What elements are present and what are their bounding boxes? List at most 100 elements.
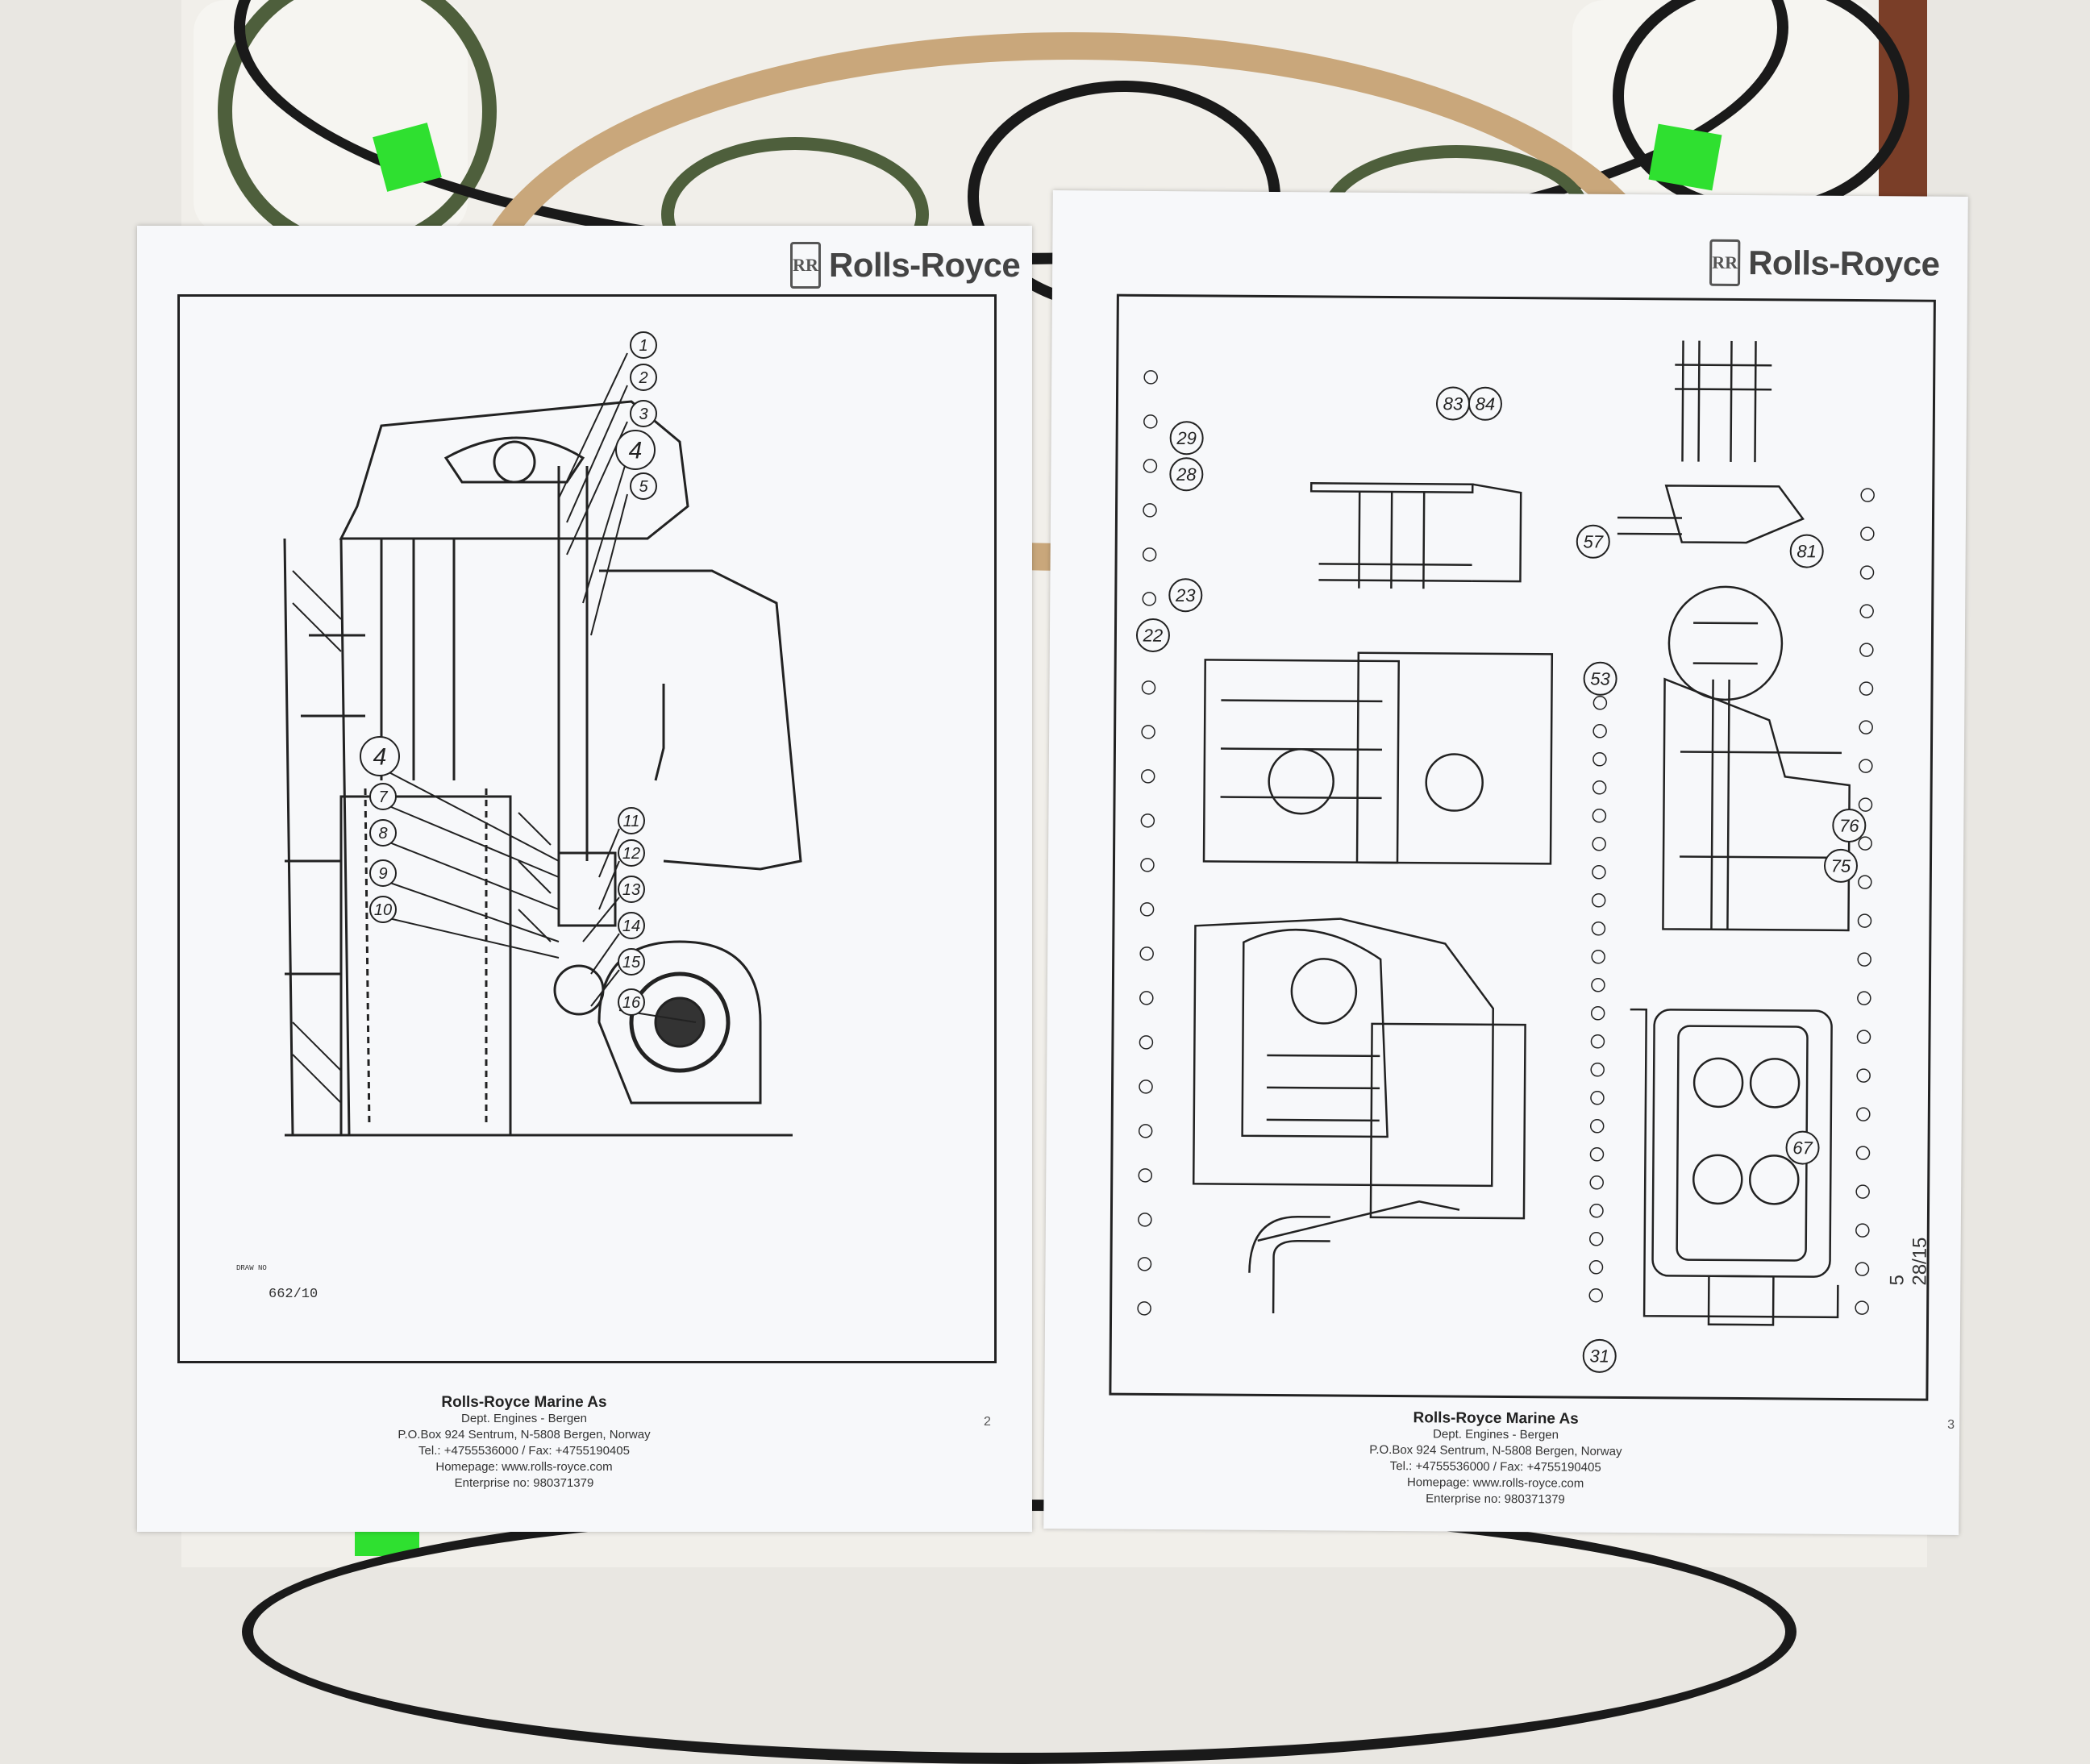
left-callout-7: 8 (369, 819, 397, 847)
footer-company: Rolls-Royce Marine As (441, 1394, 607, 1411)
small-part-marker (1589, 1204, 1604, 1218)
small-part-marker (1141, 725, 1155, 739)
parts-exploded-drawing (1137, 340, 1875, 1326)
small-part-marker (1857, 913, 1872, 928)
left-manual-page: RR Rolls-Royce (137, 226, 1032, 1532)
small-part-marker (1137, 1301, 1151, 1316)
right-callout-6: 23 (1168, 578, 1203, 613)
small-part-marker (1590, 1091, 1605, 1105)
svg-text:81: 81 (1796, 541, 1817, 561)
left-callout-8: 9 (369, 859, 397, 887)
brand-name: Rolls-Royce (829, 246, 1021, 284)
small-part-marker (1859, 643, 1874, 657)
left-callout-4: 5 (630, 472, 657, 500)
page-number-left: 2 (984, 1415, 991, 1429)
left-callout-13: 14 (618, 912, 645, 939)
small-part-marker (1857, 952, 1871, 967)
small-part-marker (1856, 1068, 1871, 1083)
rr-badge-icon: RR (790, 242, 821, 289)
small-part-marker (1591, 922, 1606, 936)
small-part-marker (1859, 604, 1874, 618)
small-part-marker (1140, 858, 1155, 872)
small-part-marker (1589, 1147, 1605, 1162)
small-part-marker (1592, 780, 1607, 795)
footer-dept: Dept. Engines - Bergen (461, 1412, 587, 1425)
small-part-marker (1589, 1175, 1604, 1190)
small-part-marker (1138, 1124, 1153, 1138)
small-part-marker (1592, 752, 1607, 767)
left-callout-5: 4 (360, 736, 400, 776)
left-callout-3: 4 (615, 430, 656, 470)
small-part-marker (1590, 1006, 1605, 1021)
svg-text:76: 76 (1839, 816, 1859, 836)
small-part-marker (1141, 680, 1156, 695)
small-part-marker (1142, 547, 1157, 562)
small-part-marker (1855, 1146, 1871, 1160)
small-part-marker (1139, 1080, 1153, 1094)
footer-address: P.O.Box 924 Sentrum, N-5808 Bergen, Norw… (398, 1428, 651, 1442)
right-callout-7: 22 (1135, 618, 1170, 652)
footer-enterprise: Enterprise no: 980371379 (454, 1476, 594, 1490)
small-part-marker (1859, 681, 1874, 696)
small-part-marker (1139, 1035, 1154, 1050)
draw-number: 662/10 (269, 1287, 318, 1302)
right-callout-8: 53 (1583, 661, 1617, 696)
svg-text:23: 23 (1175, 585, 1196, 605)
footer-phone: Tel.: +4755536000 / Fax: +4755190405 (418, 1444, 630, 1458)
svg-text:13: 13 (622, 881, 640, 899)
brand-name: Rolls-Royce (1748, 243, 1940, 283)
right-callout-11: 67 (1785, 1130, 1820, 1165)
left-callout-2: 3 (630, 400, 657, 427)
small-part-marker (1137, 1257, 1152, 1271)
small-part-marker (1856, 1030, 1871, 1044)
rr-badge-icon: RR (1709, 239, 1741, 287)
small-part-marker (1590, 1063, 1605, 1077)
left-callout-9: 10 (369, 896, 397, 923)
right-callout-3: 28 (1169, 457, 1204, 492)
small-part-marker (1588, 1260, 1604, 1275)
small-part-marker (1143, 503, 1157, 518)
footer-left: Rolls-Royce Marine As Dept. Engines - Be… (323, 1395, 726, 1491)
small-part-marker (1592, 696, 1608, 710)
small-part-marker (1859, 759, 1873, 773)
svg-text:29: 29 (1176, 428, 1197, 448)
page-number-right: 3 (1947, 1417, 1955, 1432)
left-callout-11: 12 (618, 839, 645, 867)
svg-text:12: 12 (622, 845, 640, 863)
left-callout-1: 2 (630, 364, 657, 391)
right-callout-2: 29 (1169, 421, 1204, 456)
small-part-marker (1592, 809, 1607, 823)
svg-text:8: 8 (378, 825, 387, 842)
svg-text:28: 28 (1176, 464, 1197, 485)
svg-text:2: 2 (638, 369, 647, 387)
small-part-marker (1591, 978, 1605, 992)
small-part-marker (1857, 991, 1871, 1005)
small-part-marker (1140, 769, 1155, 784)
svg-text:4: 4 (373, 744, 387, 771)
svg-text:10: 10 (374, 901, 392, 919)
right-callout-0: 83 (1435, 386, 1470, 421)
green-tag-right (1648, 123, 1722, 191)
small-part-marker (1592, 724, 1607, 738)
drawing-side-code: 5 28/15 (1886, 1237, 1931, 1286)
svg-text:7: 7 (378, 788, 388, 806)
svg-text:1: 1 (639, 337, 647, 355)
small-part-marker (1855, 1300, 1869, 1315)
svg-text:84: 84 (1476, 393, 1496, 414)
small-part-marker (1588, 1232, 1604, 1246)
small-part-marker (1855, 1262, 1870, 1276)
left-callout-10: 11 (618, 807, 645, 834)
svg-text:83: 83 (1443, 393, 1463, 414)
svg-text:11: 11 (623, 813, 640, 830)
svg-text:57: 57 (1583, 531, 1603, 551)
svg-text:31: 31 (1589, 1346, 1609, 1366)
small-part-marker (1858, 797, 1873, 812)
left-callout-14: 15 (618, 948, 645, 976)
small-part-marker (1855, 1184, 1870, 1199)
svg-text:22: 22 (1143, 626, 1164, 646)
small-part-marker (1592, 865, 1606, 880)
svg-text:3: 3 (639, 406, 647, 423)
